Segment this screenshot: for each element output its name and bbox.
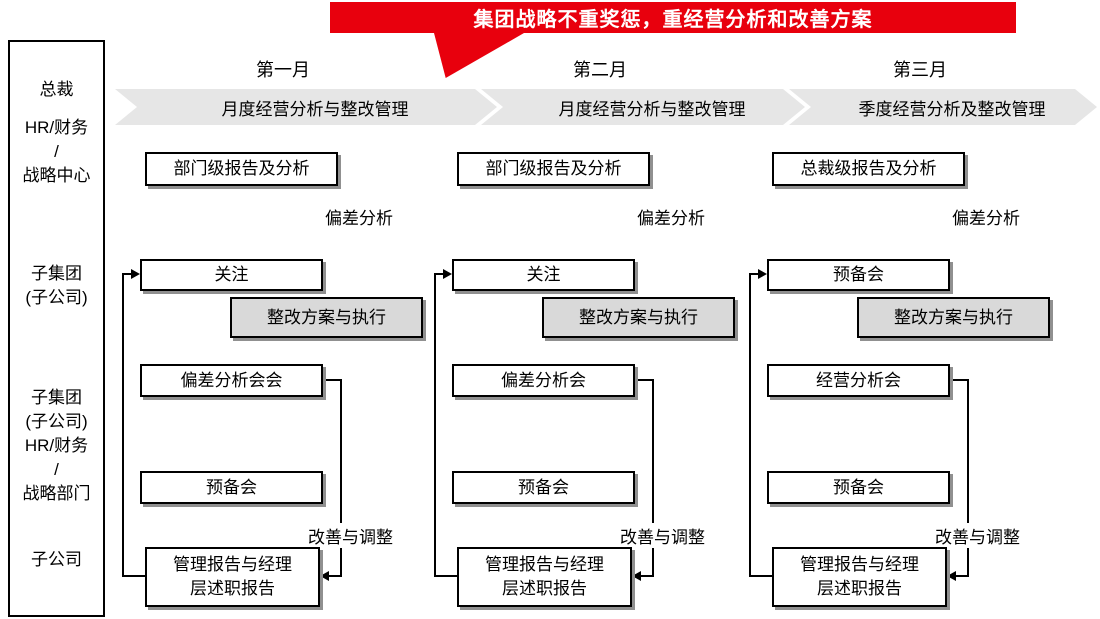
report-box: 部门级报告及分析: [457, 152, 650, 186]
connector-line: [122, 273, 132, 275]
column-month-2: 部门级报告及分析 偏差分析 关注 整改方案与执行 偏差分析会 预备会 改善与调整…: [430, 0, 740, 619]
analysis-meeting-box: 偏差分析会: [452, 364, 635, 397]
rectification-plan-box: 整改方案与执行: [857, 297, 1050, 338]
improve-adjust-label: 改善与调整: [273, 523, 393, 548]
focus-box: 预备会: [767, 259, 950, 291]
improve-adjust-label: 改善与调整: [585, 523, 705, 548]
deviation-analysis-label: 偏差分析: [637, 209, 705, 228]
arrowhead-right-icon: [443, 269, 452, 279]
connector-line: [950, 379, 969, 381]
rectification-plan-box: 整改方案与执行: [542, 297, 735, 338]
arrowhead-left-icon: [947, 571, 956, 581]
connector-line: [652, 379, 654, 577]
prep-meeting-box: 预备会: [452, 471, 635, 504]
role-hr-finance-strategy-center: HR/财务 / 战略中心: [22, 118, 91, 185]
connector-line: [434, 575, 457, 577]
connector-line: [434, 273, 436, 577]
deviation-analysis-label: 偏差分析: [325, 209, 393, 228]
prep-meeting-box: 预备会: [140, 471, 323, 504]
month-label-3: 第三月: [893, 60, 947, 80]
connector-line: [635, 379, 654, 381]
rectification-plan-box: 整改方案与执行: [230, 297, 423, 338]
column-month-1: 部门级报告及分析 偏差分析 关注 整改方案与执行 偏差分析会会 预备会 改善与调…: [118, 0, 428, 619]
report-box: 部门级报告及分析: [145, 152, 338, 186]
focus-box: 关注: [452, 259, 635, 291]
connector-line: [329, 575, 342, 577]
role-subsidiary: 子公司: [31, 550, 82, 569]
phase-arrow-1-label: 月度经营分析与整改管理: [221, 99, 409, 119]
phase-arrow-3: 季度经营分析及整改管理: [789, 89, 1097, 125]
banner: 集团战略不重奖惩，重经营分析和改善方案: [330, 2, 1016, 33]
column-month-3: 总裁级报告及分析 偏差分析 预备会 整改方案与执行 经营分析会 预备会 改善与调…: [745, 0, 1055, 619]
arrowhead-left-icon: [320, 571, 329, 581]
phase-arrow-3-label: 季度经营分析及整改管理: [858, 99, 1046, 119]
connector-line: [340, 379, 342, 577]
arrowhead-right-icon: [131, 269, 140, 279]
management-report-box: 管理报告与经理 层述职报告: [772, 547, 947, 607]
prep-meeting-box: 预备会: [767, 471, 950, 504]
role-sidebar: 总裁 HR/财务 / 战略中心 子集团 (子公司) 子集团 (子公司) HR/财…: [8, 40, 105, 617]
phase-arrow-1: 月度经营分析与整改管理: [115, 89, 497, 125]
report-box: 总裁级报告及分析: [772, 152, 965, 186]
connector-line: [641, 575, 654, 577]
month-label-1: 第一月: [256, 60, 310, 80]
role-president: 总裁: [39, 80, 74, 99]
focus-box: 关注: [140, 259, 323, 291]
banner-text: 集团战略不重奖惩，重经营分析和改善方案: [473, 9, 873, 31]
arrowhead-right-icon: [758, 269, 767, 279]
phase-arrow-2-label: 月度经营分析与整改管理: [558, 99, 746, 119]
connector-line: [749, 273, 759, 275]
connector-line: [323, 379, 342, 381]
management-report-box: 管理报告与经理 层述职报告: [457, 547, 632, 607]
connector-line: [434, 273, 444, 275]
connector-line: [956, 575, 969, 577]
analysis-meeting-box: 经营分析会: [767, 364, 950, 397]
connector-line: [122, 575, 145, 577]
month-label-2: 第二月: [573, 60, 627, 80]
role-subgroup-hr-finance-strategy-dept: 子集团 (子公司) HR/财务 / 战略部门: [22, 388, 91, 503]
improve-adjust-label: 改善与调整: [900, 523, 1020, 548]
phase-arrow-2: 月度经营分析与整改管理: [481, 89, 805, 125]
analysis-meeting-box: 偏差分析会会: [140, 364, 323, 397]
role-subgroup: 子集团 (子公司): [25, 264, 88, 307]
deviation-analysis-label: 偏差分析: [952, 209, 1020, 228]
connector-line: [967, 379, 969, 577]
arrowhead-left-icon: [632, 571, 641, 581]
connector-line: [749, 273, 751, 577]
connector-line: [122, 273, 124, 577]
connector-line: [749, 575, 772, 577]
management-report-box: 管理报告与经理 层述职报告: [145, 547, 320, 607]
